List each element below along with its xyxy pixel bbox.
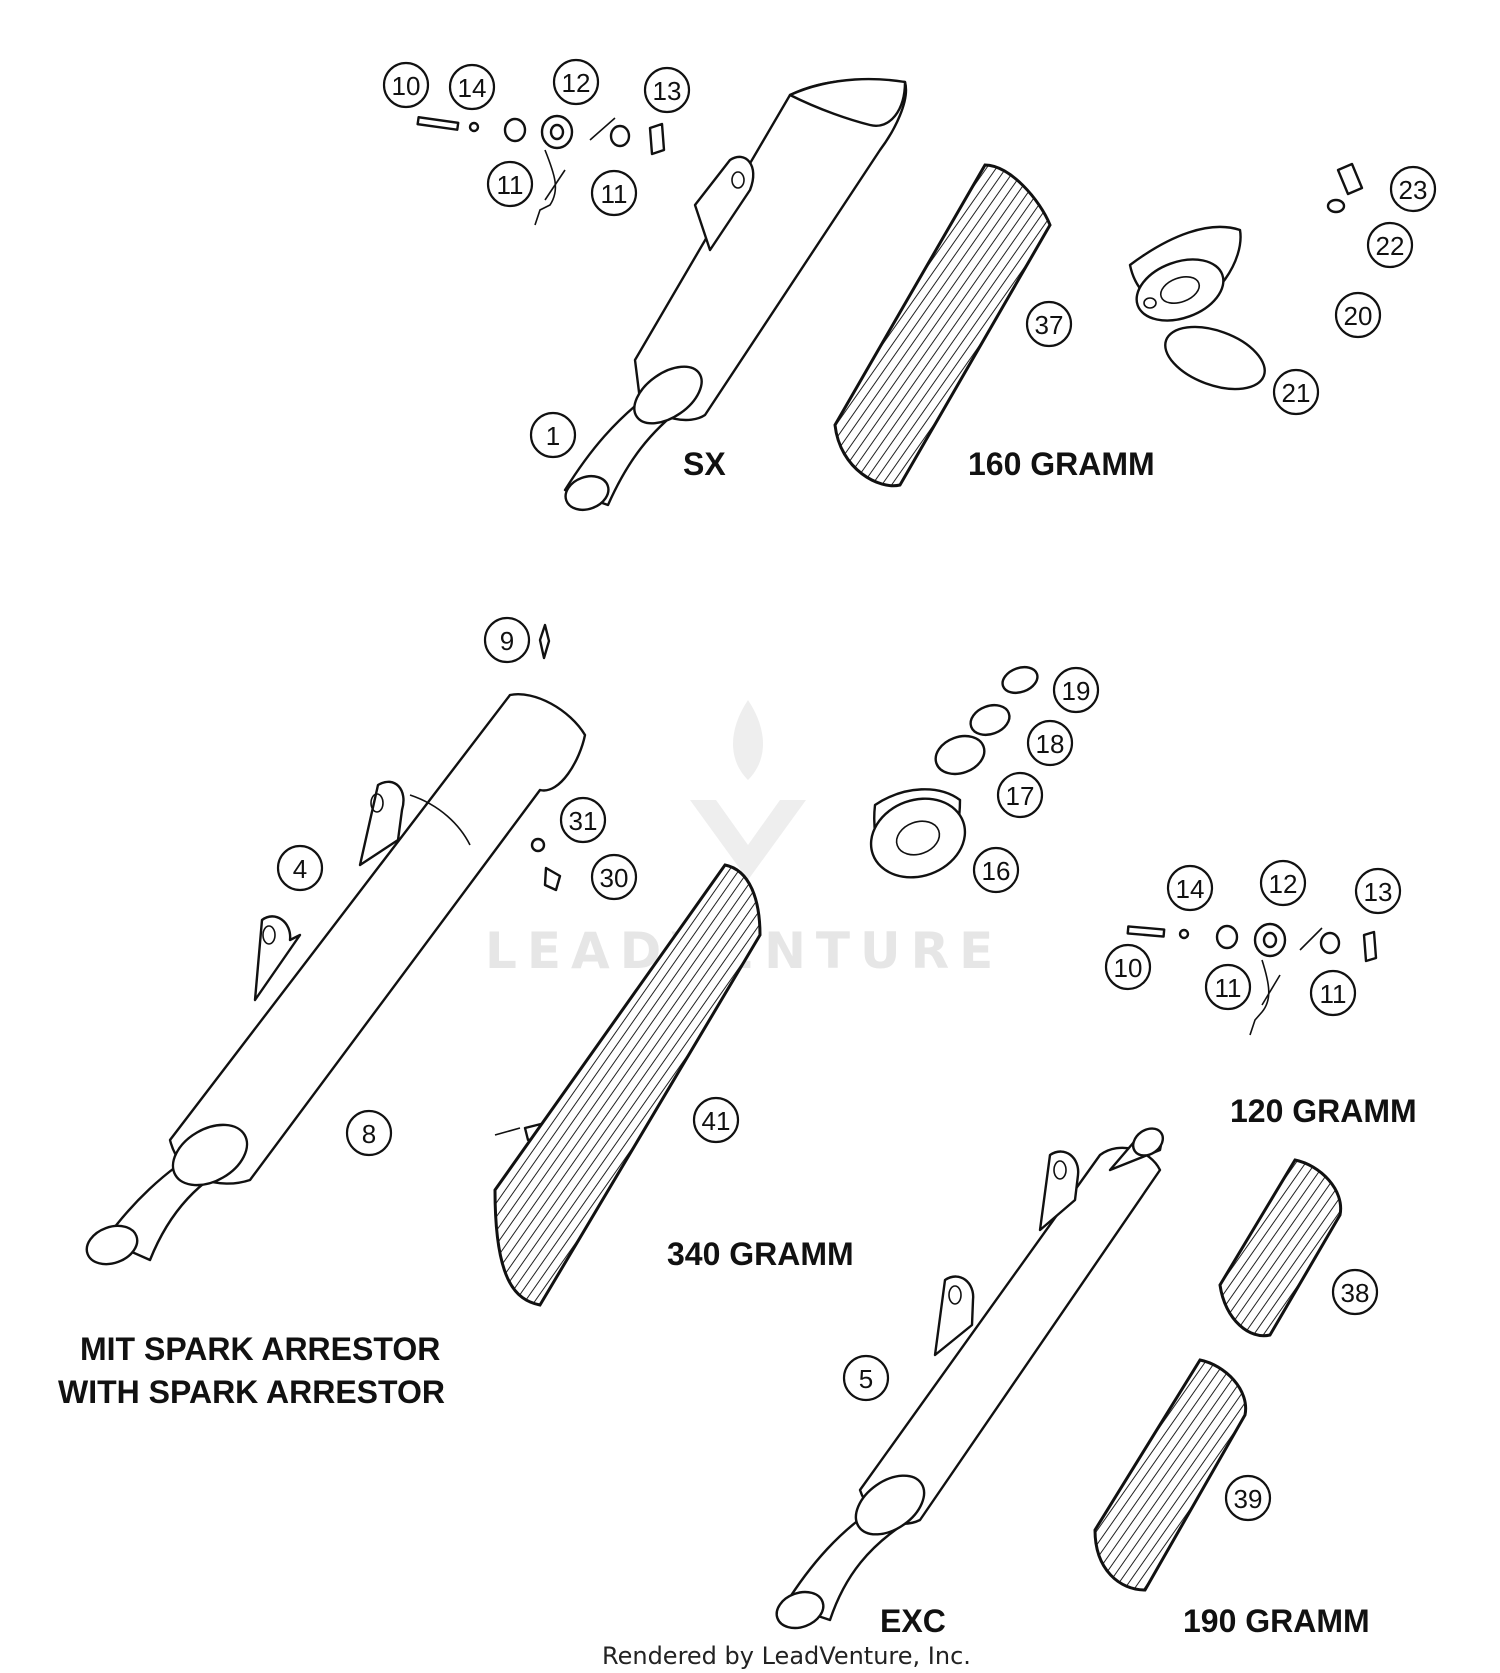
callout: 16 (972, 846, 1020, 894)
callout-number: 39 (1234, 1484, 1263, 1514)
callout: 17 (996, 771, 1044, 819)
label-sx: SX (683, 446, 726, 482)
callout-number: 18 (1036, 729, 1065, 759)
callout-number: 1 (546, 421, 560, 451)
callout-number: 12 (562, 68, 591, 98)
packing-38 (1218, 1158, 1343, 1338)
callout: 23 (1389, 165, 1437, 213)
callout: 13 (643, 66, 691, 114)
callout-number: 41 (702, 1106, 731, 1136)
callout-number: 31 (569, 806, 598, 836)
callout: 38 (1331, 1268, 1379, 1316)
callout-number: 30 (600, 863, 629, 893)
callout: 21 (1272, 368, 1320, 416)
label-exc: EXC (880, 1603, 946, 1639)
callout: 37 (1025, 300, 1073, 348)
callout-number: 17 (1006, 781, 1035, 811)
callout-number: 4 (293, 854, 307, 884)
packing-41 (493, 863, 762, 1307)
callout-number: 10 (392, 71, 421, 101)
callout-number: 19 (1062, 676, 1091, 706)
packing-37 (833, 163, 1052, 488)
callout: 12 (1259, 859, 1307, 907)
callout-number: 12 (1269, 869, 1298, 899)
callout: 9 (483, 616, 531, 664)
callout-number: 5 (859, 1364, 873, 1394)
sx-mount-hardware (416, 114, 666, 226)
callout: 11 (590, 169, 638, 217)
callout-number: 14 (1176, 874, 1205, 904)
callout: 11 (486, 160, 534, 208)
callout-number: 8 (362, 1119, 376, 1149)
callout-number: 37 (1035, 310, 1064, 340)
callout: 13 (1354, 867, 1402, 915)
callout-number: 11 (1320, 979, 1347, 1009)
callout: 31 (559, 796, 607, 844)
label-340-gramm: 340 GRAMM (667, 1236, 854, 1272)
label-spark-arrestor-de: MIT SPARK ARRESTOR (80, 1331, 440, 1367)
callout: 10 (1104, 943, 1152, 991)
spark-arrestor-insert (530, 665, 1039, 892)
callout: 8 (345, 1109, 393, 1157)
callout-number: 11 (601, 179, 628, 209)
label-120-gramm: 120 GRAMM (1230, 1093, 1417, 1129)
callout: 12 (552, 58, 600, 106)
callout-number: 23 (1399, 175, 1428, 205)
sx-silencer-part-1 (563, 77, 908, 512)
footer-credit: Rendered by LeadVenture, Inc. (602, 1642, 971, 1670)
callout-number: 38 (1341, 1278, 1370, 1308)
spark-arrestor-silencer-part-4 (85, 623, 587, 1266)
callout-number: 22 (1376, 231, 1405, 261)
callout-number: 16 (982, 856, 1011, 886)
callout: 14 (448, 63, 496, 111)
callout: 22 (1366, 221, 1414, 269)
callout-number: 13 (653, 76, 682, 106)
callout: 39 (1224, 1474, 1272, 1522)
callout-number: 21 (1282, 378, 1311, 408)
callout: 1 (529, 411, 577, 459)
callout: 10 (382, 61, 430, 109)
callout: 14 (1166, 864, 1214, 912)
callout: 19 (1052, 666, 1100, 714)
callout: 4 (276, 844, 324, 892)
callout: 30 (590, 853, 638, 901)
callout: 18 (1026, 719, 1074, 767)
exc-silencer-part-5 (775, 1127, 1165, 1630)
callout-number: 11 (497, 170, 524, 200)
label-160-gramm: 160 GRAMM (968, 446, 1155, 482)
callout: 5 (842, 1354, 890, 1402)
callout-number: 10 (1114, 953, 1143, 983)
callout-number: 11 (1215, 973, 1242, 1003)
sx-end-cap (1128, 162, 1364, 391)
callout-number: 14 (458, 73, 487, 103)
callout-number: 9 (500, 626, 514, 656)
callout: 20 (1334, 291, 1382, 339)
callout: 11 (1204, 963, 1252, 1011)
exc-mount-hardware (1126, 922, 1378, 1036)
callout: 11 (1309, 969, 1357, 1017)
packing-39 (1093, 1358, 1248, 1592)
callout-number: 20 (1344, 301, 1373, 331)
callout: 41 (692, 1096, 740, 1144)
callout-number: 13 (1364, 877, 1393, 907)
label-190-gramm: 190 GRAMM (1183, 1603, 1370, 1639)
label-spark-arrestor-en: WITH SPARK ARRESTOR (58, 1374, 445, 1410)
